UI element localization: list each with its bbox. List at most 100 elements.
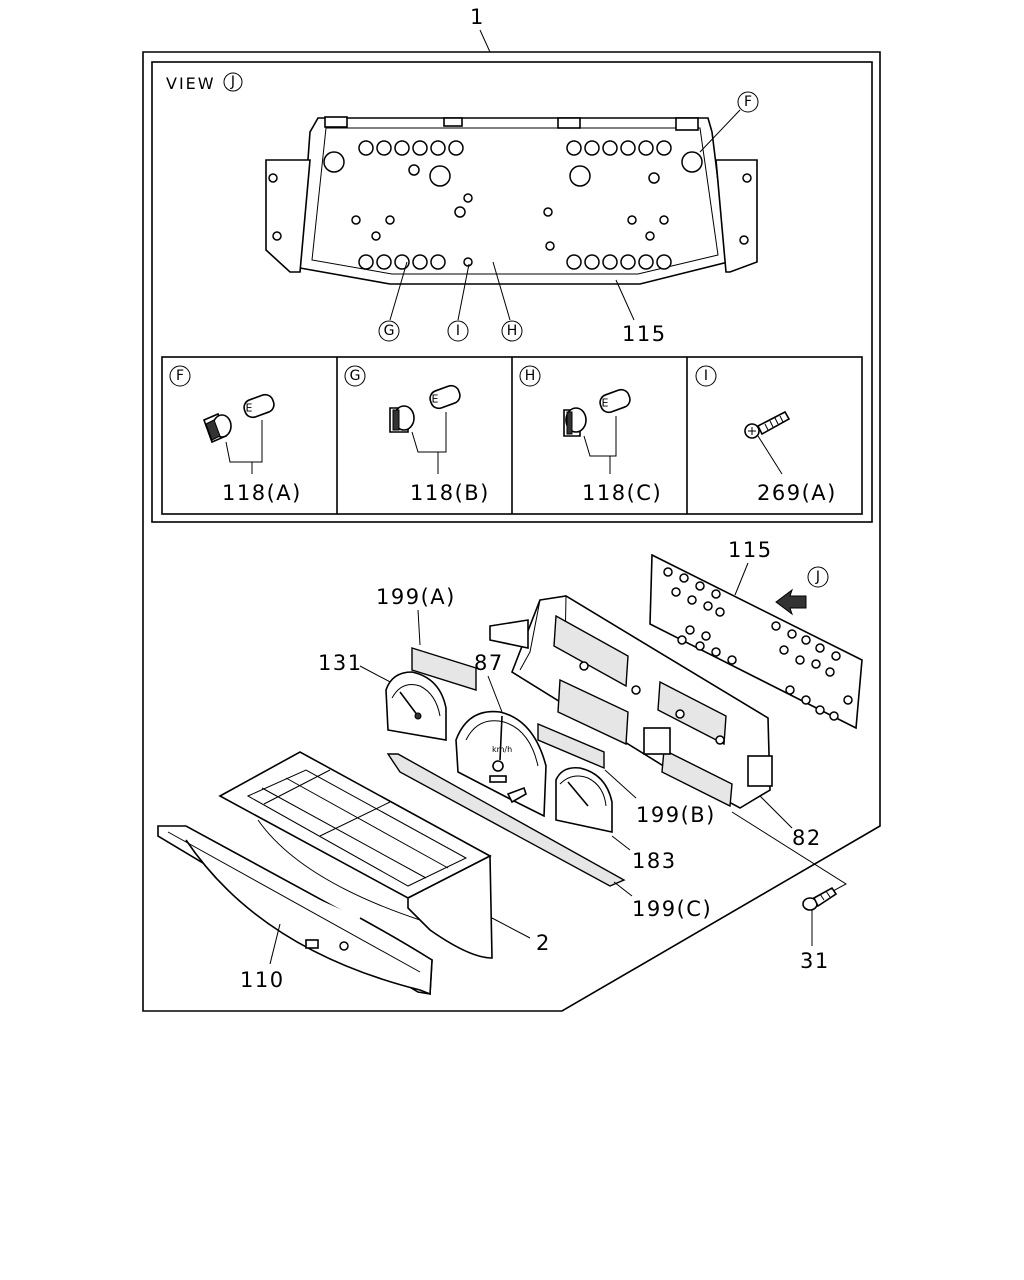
board-hole: [825, 667, 835, 677]
screw-269-icon: [744, 410, 791, 439]
socket-hole: [638, 140, 654, 156]
label-87: 87: [474, 651, 504, 675]
callout-g: G: [384, 323, 395, 339]
socket-hole: [620, 254, 636, 270]
socket-hole: [394, 140, 410, 156]
label-199a: 199(A): [376, 585, 456, 609]
svg-text:km/h: km/h: [492, 745, 512, 754]
screw-hole: [463, 193, 473, 203]
board-hole: [815, 643, 825, 653]
board-hole: [771, 621, 781, 631]
detail-part-g: 118(B): [410, 481, 490, 505]
board-hole: [843, 695, 853, 705]
film-199a: [411, 647, 477, 691]
screw-hole: [659, 215, 669, 225]
board-hole: [815, 705, 825, 715]
label-31: 31: [800, 949, 830, 973]
board-hole: [785, 685, 795, 695]
screw-hole: [545, 241, 555, 251]
board-hole: [787, 629, 797, 639]
detail-part-i: 269(A): [757, 481, 837, 505]
socket-hole: [602, 140, 618, 156]
socket-hole: [430, 254, 446, 270]
screw-hole: [627, 215, 637, 225]
svg-text:E: E: [432, 393, 439, 406]
meter-case-82: [489, 595, 773, 809]
socket-hole: [448, 140, 464, 156]
circuit-board-view: [265, 116, 758, 285]
circuit-board-115: [649, 553, 863, 730]
label-131: 131: [318, 651, 363, 675]
board-hole: [795, 655, 805, 665]
large-socket-hole: [429, 165, 451, 187]
view-title: VIEW: [166, 74, 216, 93]
label-199b: 199(B): [636, 803, 716, 827]
board-hole: [829, 711, 839, 721]
detail-letter-f: F: [176, 368, 184, 384]
view-board-label: 115: [622, 322, 667, 346]
socket-hole: [358, 254, 374, 270]
board-hole: [685, 625, 695, 635]
meter-cover-110: [157, 825, 433, 996]
gauge-131: [385, 671, 447, 741]
socket-hole: [430, 140, 446, 156]
screw-31-icon: [802, 886, 838, 911]
pin-hole: [648, 172, 660, 184]
bulb-socket-c-icon: E: [563, 388, 631, 437]
svg-text:E: E: [602, 397, 609, 410]
screw-hole: [351, 215, 361, 225]
view-letter: J: [230, 74, 235, 90]
detail-letter-i: I: [704, 368, 708, 384]
pin-hole: [408, 164, 420, 176]
socket-hole: [584, 254, 600, 270]
label-183: 183: [632, 849, 677, 873]
board-hole: [703, 601, 713, 611]
film-199b: [537, 722, 605, 770]
board-hole: [679, 573, 689, 583]
bulb-socket-a-icon: E: [202, 393, 275, 444]
board-hole: [695, 581, 705, 591]
speedometer-dial-87: km/h: [455, 710, 547, 818]
board-hole: [687, 595, 697, 605]
socket-hole: [566, 140, 582, 156]
meter-hood-2: [218, 751, 493, 959]
screw-hole: [645, 231, 655, 241]
socket-hole: [620, 140, 636, 156]
label-115: 115: [728, 538, 773, 562]
detail-letter-g: G: [350, 368, 361, 384]
view-j-frame: [151, 61, 873, 523]
screw-hole: [543, 207, 553, 217]
socket-hole: [656, 140, 672, 156]
label-110: 110: [240, 968, 285, 992]
callout-f: F: [744, 94, 752, 110]
board-sockets: [323, 140, 703, 270]
board-hole: [811, 659, 821, 669]
socket-hole: [376, 140, 392, 156]
label-199c: 199(C): [632, 897, 712, 921]
board-hole: [711, 589, 721, 599]
board-hole: [715, 607, 725, 617]
bulb-socket-b-icon: E: [389, 384, 461, 433]
socket-hole: [656, 254, 672, 270]
screw-hole: [385, 215, 395, 225]
board-hole: [727, 655, 737, 665]
screw-hole: [371, 231, 381, 241]
board-hole: [663, 567, 673, 577]
view-arrow-letter: J: [815, 569, 820, 585]
gauge-183: [555, 766, 613, 833]
detail-part-f: 118(A): [222, 481, 302, 505]
film-199c: [386, 753, 626, 887]
callout-h: H: [507, 323, 518, 339]
board-hole: [801, 695, 811, 705]
socket-hole: [376, 254, 392, 270]
large-socket-hole: [681, 151, 703, 173]
pin-hole: [454, 206, 466, 218]
assembly-frame: [142, 51, 881, 1012]
assembly-number-label: 1: [470, 5, 485, 29]
socket-hole: [602, 254, 618, 270]
board-hole: [801, 635, 811, 645]
socket-hole: [412, 254, 428, 270]
board-hole: [695, 641, 705, 651]
detail-part-h: 118(C): [582, 481, 662, 505]
